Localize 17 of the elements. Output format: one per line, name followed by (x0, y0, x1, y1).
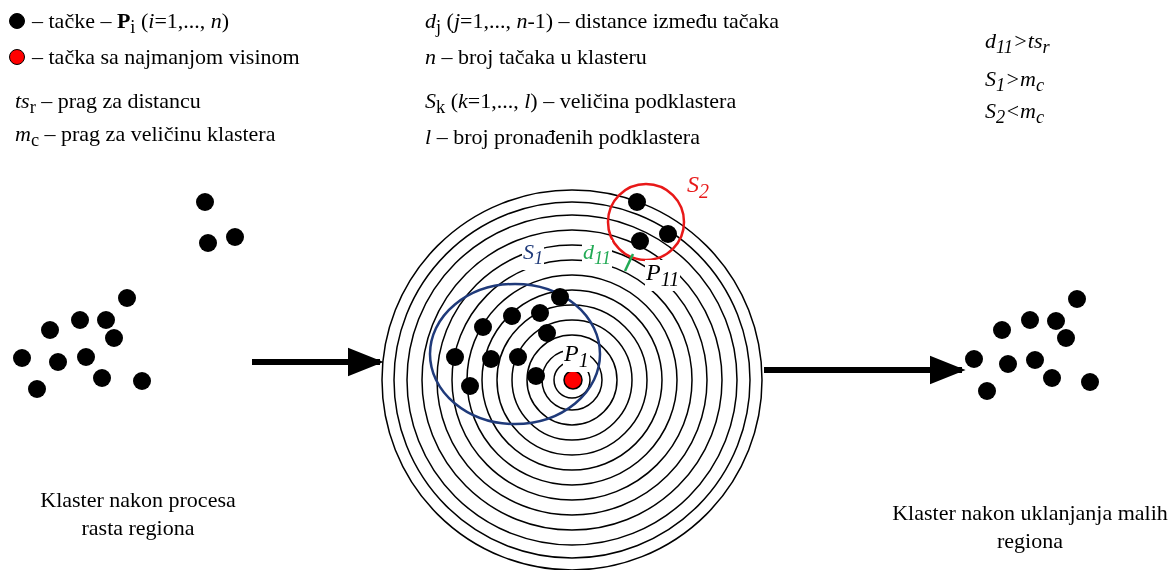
condition-text: S$_{1}$>m$_{c}$ (985, 66, 1045, 98)
cluster-caption: Klaster nakon procesa rasta regiona (39, 486, 237, 542)
definition-text: ts$_{r}$ – prag za distancu (15, 88, 201, 120)
definition-text: n – broj tačaka u klasteru (425, 44, 647, 70)
drawing-label: P$_{11}$ (645, 260, 681, 291)
definition-text: d$_{j}$ (j=1,..., n-1) – distance između tačaka (425, 8, 780, 40)
definition-text: l – broj pronađenih podklastera (425, 124, 700, 150)
arrow (252, 347, 384, 377)
condition-text: S$_{2}$<m$_{c}$ (985, 98, 1045, 130)
condition-text: d$_{11}$>ts$_{r}$ (985, 28, 1050, 60)
legend-text: – tačke – P$_{i}$ (i=1,..., n) (32, 8, 230, 40)
definition-text: m$_{c}$ – prag za veličinu klastera (15, 121, 276, 153)
definition-text: S$_{k}$ (k=1,..., l) – veličina podklastera (425, 88, 737, 120)
arrow (764, 355, 966, 385)
drawing-label: d$_{11}$ (582, 240, 612, 271)
legend-text: – tačka sa najmanjom visinom (32, 44, 300, 70)
cluster-caption: Klaster nakon uklanjanja malih regiona (892, 499, 1168, 555)
